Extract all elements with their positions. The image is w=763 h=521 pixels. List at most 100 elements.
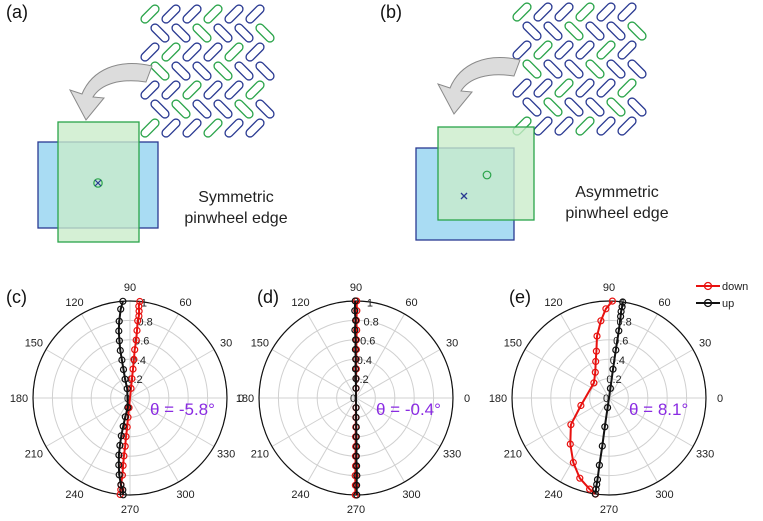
plot0-point-up [118,356,126,364]
plot0-point-up [119,297,127,305]
pinwheel-element-b-24 [512,78,532,98]
caption-b-line1: Asymmetric [575,184,659,201]
plot0-spoke [129,349,215,399]
plot1-angle-tick-label: 120 [291,297,309,309]
plot0-spoke [129,397,179,483]
plot2-spoke [560,313,610,399]
pinwheel-element-a-30 [150,99,170,119]
plot2-angle-tick-label: 330 [696,449,714,461]
plot2-point-down [590,379,598,387]
plot2-angle-tick-label: 60 [658,297,670,309]
green-square-b [437,126,535,221]
legend-marker-up [703,298,713,308]
plot0-point-down [135,307,143,315]
pinwheel-element-b-32 [564,97,584,117]
pinwheel-element-b-4 [596,2,616,22]
plot0-point-down [123,423,131,431]
plot2-radial-tick-label: 0.2 [606,374,621,386]
pinwheel-element-b-39 [575,116,595,136]
plot1-angle-tick-label: 150 [251,338,269,350]
pinwheel-element-b-40 [596,116,616,136]
plot1-radial-tick-label: 0.2 [353,374,368,386]
plot1-point-up [353,491,361,499]
plot2-spoke [524,349,610,399]
pinwheel-element-a-35 [255,99,275,119]
plot2-point-up [616,312,625,320]
plot0-point-down [135,302,143,310]
plot0-angle-tick-label: 270 [121,504,139,516]
pinwheel-element-b-14 [554,40,574,60]
plot1-series-line-up [353,300,358,496]
pinwheel-lattice-b [512,2,647,136]
pinwheel-element-a-14 [182,42,202,62]
pinwheel-element-b-9 [585,21,605,41]
pinwheel-element-b-15 [575,40,595,60]
pinwheel-element-b-31 [543,97,563,117]
pinwheel-element-a-28 [224,80,244,100]
plot0-point-up [115,451,123,459]
plot2-point-down [602,305,610,313]
plot0-radial-tick-label: 0.6 [134,336,149,348]
pinwheel-element-b-12 [512,40,532,60]
pinwheel-element-a-22 [234,61,254,81]
plot2-series-line-down [569,300,614,495]
pinwheel-element-a-29 [245,80,265,100]
plot1-point-up [351,345,359,354]
pinwheel-element-b-17 [617,40,637,60]
cross-marker-icon-b [460,192,468,200]
plot1-point-up [353,481,361,489]
plot2-point-up [603,404,612,412]
plot2-point-down [592,357,600,366]
pinwheel-element-b-20 [564,59,584,79]
plot0-angle-tick-label: 300 [176,489,194,501]
pinwheel-element-a-7 [171,23,191,43]
pinwheel-element-a-32 [192,99,212,119]
plot2-theta-annotation: θ = 8.1° [629,400,688,419]
plot1-angle-tick-label: 210 [251,449,269,461]
pinwheel-element-a-27 [203,80,223,100]
plot2-point-down [577,401,585,410]
pinwheel-element-a-10 [234,23,254,43]
pinwheel-element-b-6 [522,21,542,41]
plot1-angle-tick-label: 60 [405,297,417,309]
plot2-point-up [618,303,626,311]
plot1-point-up [352,384,360,392]
plot2-angle-tick-label: 90 [603,282,615,294]
plot1-angle-tick-label: 330 [443,449,461,461]
pinwheel-element-a-17 [245,42,265,62]
plot0-point-up [117,432,125,440]
pinwheel-element-b-11 [627,21,647,41]
plot1-spoke [307,313,357,399]
plot1-angle-tick-label: 270 [347,504,365,516]
pinwheel-element-a-11 [255,23,275,43]
panel-label-a: (a) [6,2,28,22]
pinwheel-element-b-37 [533,116,553,136]
pinwheel-element-a-19 [171,61,191,81]
plot0-point-up [116,346,124,355]
plot0-point-up [124,403,132,412]
polar-plot-c: 030609012015018021024027030033000.20.40.… [10,282,244,516]
plot0-outer-ring [32,300,228,496]
plot1-radial-tick-label: 0.4 [357,355,372,367]
pinwheel-element-a-15 [203,42,223,62]
plot2-point-down [591,368,599,376]
pinwheel-element-a-18 [150,61,170,81]
plot1-angle-tick-label: 300 [402,489,420,501]
pinwheel-element-b-5 [617,2,637,22]
pinwheel-element-b-19 [543,59,563,79]
plot2-radial-tick-label: 0.4 [610,355,625,367]
pinwheel-element-b-18 [522,59,542,79]
plot0-angle-tick-label: 330 [217,449,235,461]
legend-label-down: down [722,281,748,293]
plot1-angle-tick-label: 0 [464,393,470,405]
plot1-point-up [352,316,360,324]
pinwheel-lattice-a [140,4,275,138]
caption-b: Asymmetric pinwheel edge [557,182,677,224]
plot0-angle-tick-label: 240 [65,489,83,501]
plot2-spoke [608,397,658,483]
plot0-point-down [120,452,128,460]
plot2-point-up [593,480,601,488]
plot0-radial-tick-label: 0.8 [137,317,152,329]
plot2-spoke [608,313,658,399]
pinwheel-element-a-2 [182,4,202,24]
